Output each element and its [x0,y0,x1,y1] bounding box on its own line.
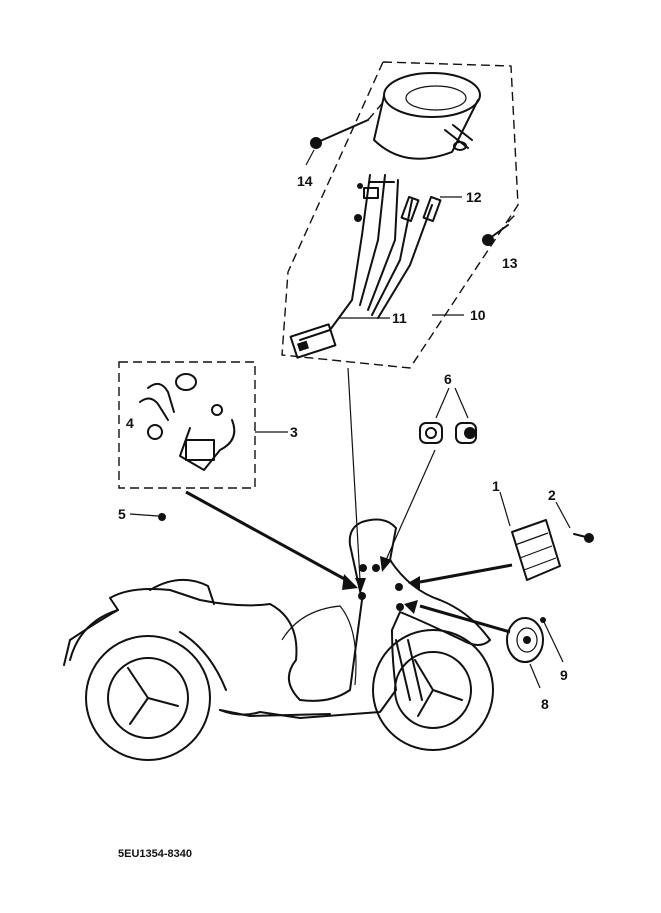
label-12: 12 [466,189,482,205]
rear-wheel [85,635,211,761]
part-number-labels: 14 12 13 11 10 6 3 4 5 1 2 9 8 [118,173,568,712]
label-4: 4 [126,415,134,431]
scooter-body [69,518,491,719]
screw-5 [158,513,166,521]
bolt-13 [489,224,509,239]
part-4-washer [147,424,163,440]
horn-group [506,617,564,689]
meter-assembly-outline [281,61,519,369]
lock-cylinder [175,373,197,391]
label-5: 5 [118,506,126,522]
bulb-12 [422,195,442,223]
label-2: 2 [548,487,556,503]
coupler-11 [289,323,337,359]
damper-6-group [419,387,477,444]
label-3: 3 [290,424,298,440]
drawing-code: 5EU1354-8340 [118,848,192,860]
label-14: 14 [297,173,313,189]
label-11: 11 [392,310,407,326]
rectifier-group [499,491,594,581]
main-switch-body [179,419,236,471]
bulb-socket [400,195,420,223]
front-wheel [372,629,494,751]
label-10: 10 [470,307,486,323]
main-switch-outline [118,361,256,489]
label-9: 9 [560,667,568,683]
label-8: 8 [541,696,549,712]
meter-assembly-group [281,61,519,369]
horn-8 [506,617,544,663]
label-6: 6 [444,371,452,387]
bolt-9 [540,617,546,623]
bolt-14 [317,119,369,143]
label-13: 13 [502,255,518,271]
wire-harness [329,174,371,331]
main-switch-group [118,361,288,521]
speedometer-housing-body [373,95,479,160]
rectifier-1 [511,519,561,581]
mounting-arrows [185,367,513,634]
scooter-outline [63,518,494,761]
label-1: 1 [492,478,500,494]
key [147,382,175,413]
